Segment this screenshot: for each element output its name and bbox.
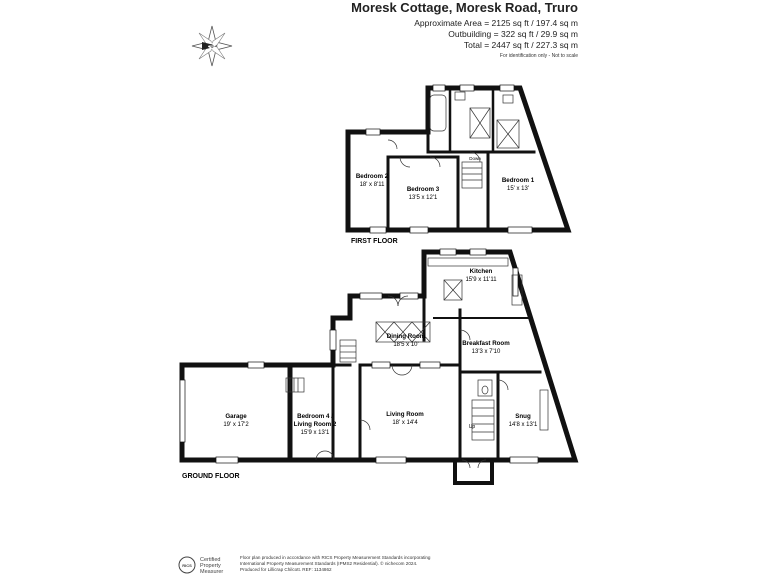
logo-brand: RICS xyxy=(182,563,192,568)
rics-logo: RICS Certified Property Measurer xyxy=(178,556,223,575)
ground-floor-labels: Kitchen 15'9 x 11'11 Dining Room 18'5 x … xyxy=(182,268,538,480)
room-name: Bedroom 4 / xyxy=(297,413,333,420)
room-name-line2: Living Room 2 xyxy=(294,421,337,428)
outbuilding-area: Outbuilding = 322 sq ft / 29.9 sq m xyxy=(448,29,578,39)
room-name: Kitchen xyxy=(470,268,493,275)
room-dims: 18'5 x 10' xyxy=(393,342,418,348)
room-dims: 14'8 x 13'1 xyxy=(509,422,538,428)
room-name: Living Room xyxy=(386,411,424,418)
page-title: Moresk Cottage, Moresk Road, Truro xyxy=(351,0,578,15)
disclaimer-line: Floor plan produced in accordance with R… xyxy=(240,555,431,560)
room-dims: 18' x 14'4 xyxy=(392,420,418,426)
room-name: Bedroom 3 xyxy=(407,186,440,193)
logo-line: Measurer xyxy=(200,569,223,575)
disclaimer: Floor plan produced in accordance with R… xyxy=(240,555,480,573)
room-dims: 15'9 x 13'1 xyxy=(301,430,330,436)
ground-floor-windows xyxy=(179,248,539,464)
room-name: Bedroom 1 xyxy=(502,177,535,184)
logo-line: Certified xyxy=(200,557,220,563)
room-dims: 13'5 x 12'1 xyxy=(409,195,438,201)
scale-note: For identification only - Not to scale xyxy=(499,53,578,59)
floor-label: FIRST FLOOR xyxy=(351,238,398,245)
room-dims: 15'9 x 11'11 xyxy=(465,277,497,283)
room-dims: 18' x 8'11 xyxy=(360,182,386,188)
disclaimer-line: International Property Measurement Stand… xyxy=(240,561,418,566)
disclaimer-line: Produced for Lillicrap Chilcott. REF: 11… xyxy=(240,567,332,572)
room-dims: 15' x 13' xyxy=(507,186,529,192)
room-name: Garage xyxy=(225,413,247,420)
approx-area: Approximate Area = 2125 sq ft / 197.4 sq… xyxy=(414,18,578,28)
first-floor-windows xyxy=(365,84,533,234)
stairs-label: Up xyxy=(469,424,476,430)
floor-label: GROUND FLOOR xyxy=(182,473,240,480)
room-dims: 19' x 17'2 xyxy=(223,422,249,428)
room-name: Dining Room xyxy=(387,333,426,340)
room-name: Snug xyxy=(515,413,531,420)
total-area: Total = 2447 sq ft / 227.3 sq m xyxy=(463,40,578,50)
compass-letter: N xyxy=(206,41,218,52)
logo-line: Property xyxy=(200,563,221,569)
first-floor-fixtures xyxy=(387,91,520,189)
compass-icon: N xyxy=(191,25,233,67)
room-name: Breakfast Room xyxy=(462,340,510,347)
first-floor-walls xyxy=(345,85,572,233)
stairs-label: Down xyxy=(469,156,481,161)
room-name: Bedroom 2 xyxy=(356,173,389,180)
ground-floor-fixtures xyxy=(285,257,549,469)
room-dims: 13'3 x 7'10 xyxy=(472,349,501,355)
first-floor-labels: Bedroom 2 18' x 8'11 Bedroom 3 13'5 x 12… xyxy=(351,156,535,245)
